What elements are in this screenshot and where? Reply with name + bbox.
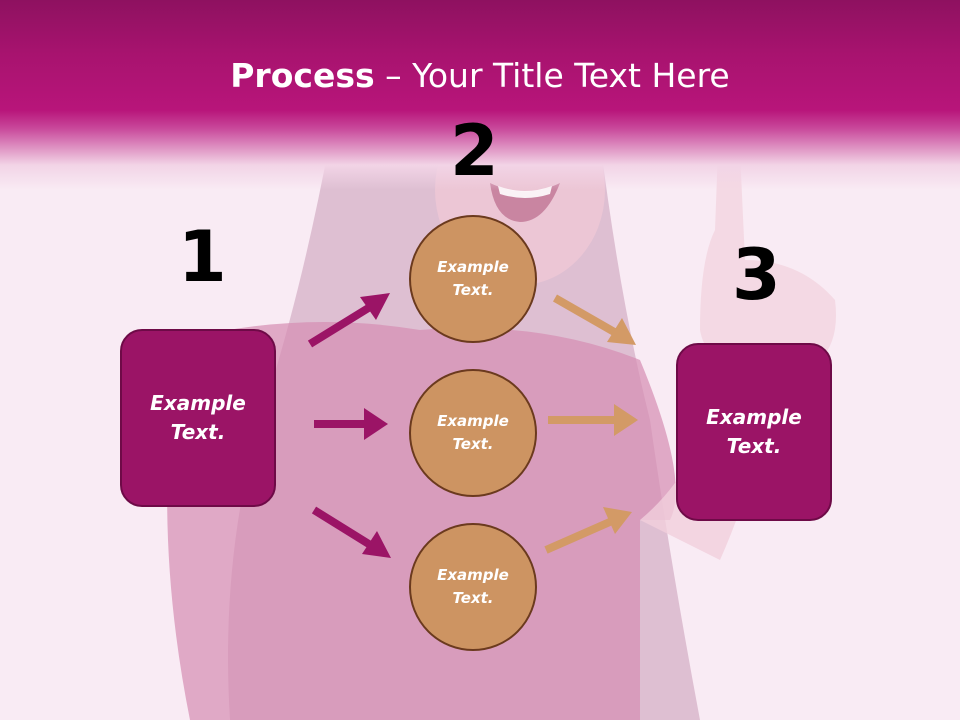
circle-middle[interactable]: Example Text. [409,369,537,497]
right-box[interactable]: Example Text. [676,343,832,521]
step-number-3: 3 [732,234,781,316]
arrow-left-to-middle [314,408,388,440]
arrow-left-to-top [307,293,390,348]
title-bar [0,0,960,190]
left-box[interactable]: Example Text. [120,329,276,507]
circle-top[interactable]: Example Text. [409,215,537,343]
left-box-label: Example Text. [150,391,246,444]
arrow-middle-to-right [548,404,638,436]
title-rest: – Your Title Text Here [374,56,730,95]
step-number-1: 1 [178,216,227,298]
arrow-bottom-to-right [544,507,632,554]
circle-bottom[interactable]: Example Text. [409,523,537,651]
slide-title: Process – Your Title Text Here [0,56,960,96]
arrow-top-to-right [553,294,636,345]
right-box-label: Example Text. [706,405,802,458]
title-bold: Process [230,56,375,95]
circle-top-label: Example Text. [437,258,509,299]
circle-bottom-label: Example Text. [437,566,509,607]
circle-middle-label: Example Text. [437,412,509,453]
step-number-2: 2 [450,110,499,192]
arrow-left-to-bottom [311,506,391,558]
